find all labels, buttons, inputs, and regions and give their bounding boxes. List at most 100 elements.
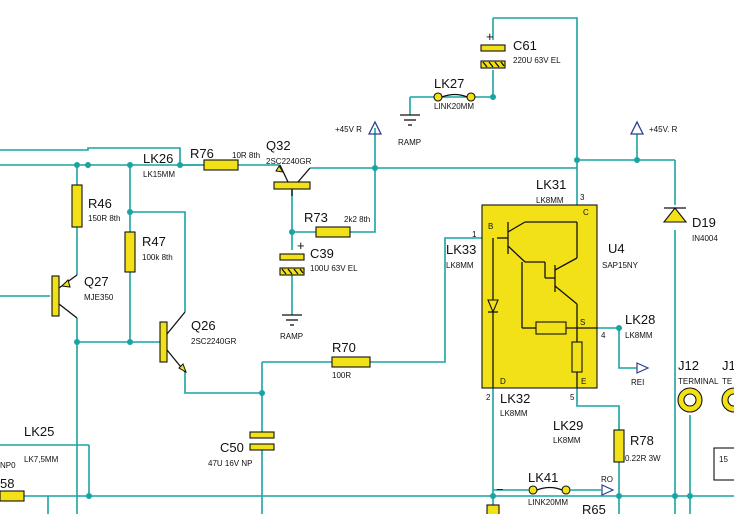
junction-dots	[74, 94, 693, 499]
r78-value: 0.22R 3W	[625, 454, 661, 463]
r78-resistor: R78 0.22R 3W	[613, 429, 661, 463]
d19-value: IN4004	[692, 234, 718, 243]
r70-resistor: R70 100R	[331, 340, 371, 380]
lk28-link: LK28 LK8MM	[625, 312, 655, 340]
q27-transistor: Q27 MJE350	[51, 274, 114, 319]
q26-value: 2SC2240GR	[191, 337, 237, 346]
u4-pin-4: 4	[601, 331, 606, 340]
r46-ref: R46	[88, 196, 112, 211]
c61-value: 220U 63V EL	[513, 56, 561, 65]
j-partial-ref: J1	[722, 358, 734, 373]
r73-resistor: R73 2k2 8th	[304, 210, 370, 238]
lk26-link: LK26 LK15MM	[143, 151, 175, 179]
left-partial-ref: 58	[0, 476, 14, 491]
j-partial-value: TE	[722, 377, 732, 386]
q27-ref: Q27	[84, 274, 109, 289]
u4-pin-s: S	[580, 318, 585, 327]
lk27-link: LK27 LINK20MM	[433, 76, 476, 111]
c39-capacitor: + C39 100U 63V EL	[279, 238, 358, 276]
u4-pin-c: C	[583, 208, 589, 217]
r70-ref: R70	[332, 340, 356, 355]
q32-value: 2SC2240GR	[266, 157, 312, 166]
u4-pin-5: 5	[570, 393, 575, 402]
lk31-value: LK8MM	[536, 196, 564, 205]
r76-ref: R76	[190, 146, 214, 161]
r76-resistor: R76 10R 8th	[190, 146, 260, 171]
left-partial-resistor: 58	[0, 476, 25, 502]
c50-capacitor: C50 47U 16V NP	[208, 431, 275, 468]
j12-value: TERMINAL	[678, 377, 719, 386]
lk25-value: LK7,5MM	[24, 455, 59, 464]
lk31-ref: LK31	[536, 177, 566, 192]
q26-ref: Q26	[191, 318, 216, 333]
q26-transistor: Q26 2SC2240GR	[159, 311, 237, 374]
ramp-ground-mid: RAMP	[280, 314, 303, 341]
r65-ref: R65	[582, 502, 606, 514]
r73-value: 2k2 8th	[344, 215, 370, 224]
rail-45v-right: +45V. R	[629, 120, 678, 135]
q32-ref: Q32	[266, 138, 291, 153]
rei-label: REI	[631, 378, 644, 387]
c61-capacitor: + C61 220U 63V EL	[480, 29, 561, 69]
lk33-ref: LK33	[446, 242, 476, 257]
rail-45v-left-label: +45V R	[335, 125, 362, 134]
d19-diode: D19 IN4004	[662, 207, 718, 243]
ro-port: RO	[601, 475, 615, 496]
c50-ref: C50	[220, 440, 244, 455]
ramp-ground-top: RAMP	[398, 114, 421, 147]
u4-pin-1: 1	[472, 230, 477, 239]
u4-ref: U4	[608, 241, 625, 256]
r47-resistor: R47 100k 8th	[124, 231, 173, 273]
q32-transistor: Q32 2SC2240GR	[266, 138, 312, 196]
ramp-label-top: RAMP	[398, 138, 421, 147]
ro-label: RO	[601, 475, 613, 484]
wires	[0, 17, 734, 514]
j12-terminal: J12 TERMINAL	[677, 358, 719, 413]
lk33-link: LK33 LK8MM	[446, 242, 476, 270]
q27-value: MJE350	[84, 293, 114, 302]
lk32-value: LK8MM	[500, 409, 528, 418]
r78-ref: R78	[630, 433, 654, 448]
c61-plus-sign: +	[486, 29, 494, 44]
bottom-minus-sign: −	[496, 482, 504, 497]
r70-value: 100R	[332, 371, 351, 380]
c39-plus-sign: +	[297, 238, 305, 253]
lk29-link: LK29 LK8MM	[553, 418, 583, 445]
u4-pin-2: 2	[486, 393, 491, 402]
c39-ref: C39	[310, 246, 334, 261]
r76-value: 10R 8th	[232, 151, 260, 160]
lk31-link: LK31 LK8MM	[536, 177, 566, 205]
lk28-ref: LK28	[625, 312, 655, 327]
lk41-ref: LK41	[528, 470, 558, 485]
r65-resistor: R65	[486, 502, 606, 514]
lk29-ref: LK29	[553, 418, 583, 433]
c61-ref: C61	[513, 38, 537, 53]
rail-45v-right-label: +45V. R	[649, 125, 678, 134]
u4-pin-3: 3	[580, 193, 585, 202]
lk32-link: LK32 LK8MM	[500, 391, 530, 418]
c39-value: 100U 63V EL	[310, 264, 358, 273]
lk29-value: LK8MM	[553, 436, 581, 445]
r73-ref: R73	[304, 210, 328, 225]
lk26-ref: LK26	[143, 151, 173, 166]
u4-pin-d: D	[500, 377, 506, 386]
lk26-value: LK15MM	[143, 170, 175, 179]
right-partial-label: 15	[719, 455, 728, 464]
lk33-value: LK8MM	[446, 261, 474, 270]
lk25-ref: LK25	[24, 424, 54, 439]
lk41-link: LK41 LINK20MM −	[493, 470, 602, 507]
rail-45v-left: +45V R	[335, 120, 383, 135]
r46-value: 150R 8th	[88, 214, 120, 223]
j12-ref: J12	[678, 358, 699, 373]
lk41-value: LINK20MM	[528, 498, 568, 507]
u4-value: SAP15NY	[602, 261, 639, 270]
r47-value: 100k 8th	[142, 253, 173, 262]
lk28-value: LK8MM	[625, 331, 653, 340]
lk27-value: LINK20MM	[434, 102, 474, 111]
left-partial-value: NP0	[0, 461, 16, 470]
d19-ref: D19	[692, 215, 716, 230]
rei-port: REI	[631, 362, 650, 387]
u4-ic: B C S D E 1 2 3 4 5 U4 SAP15NY	[472, 193, 639, 402]
right-partial-component: 15	[713, 447, 734, 481]
